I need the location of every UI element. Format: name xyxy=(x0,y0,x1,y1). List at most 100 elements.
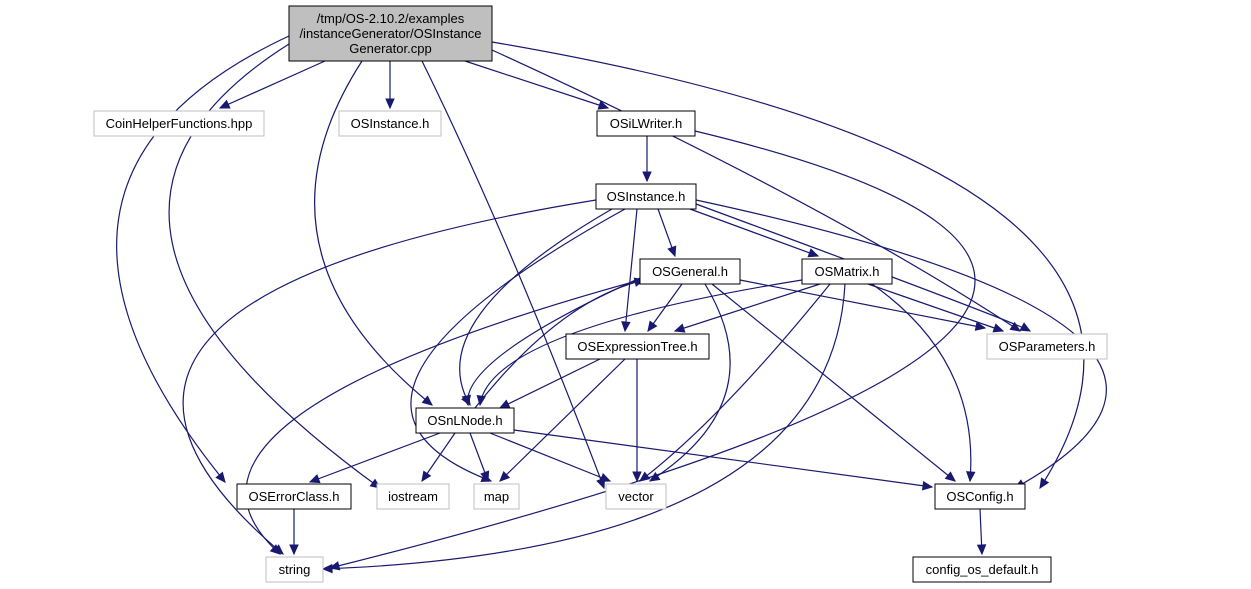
node-osnlnode[interactable]: OSnLNode.h xyxy=(415,407,515,434)
node-osgeneral[interactable]: OSGeneral.h xyxy=(639,258,741,285)
node-label: vector xyxy=(618,489,654,504)
edges-layer xyxy=(116,35,1107,574)
edge-osnlnode-to-iostream xyxy=(421,432,456,483)
edge-line xyxy=(867,283,1004,332)
arrowhead xyxy=(974,321,987,331)
arrowhead xyxy=(1039,477,1050,490)
edge-line xyxy=(711,283,956,482)
node-osconfig[interactable]: OSConfig.h xyxy=(934,483,1026,510)
node-label: OSInstance.h xyxy=(607,189,686,204)
node-label: OSnLNode.h xyxy=(427,413,502,428)
arrowhead xyxy=(966,471,976,483)
node-label: OSGeneral.h xyxy=(652,264,728,279)
edge-line xyxy=(309,432,441,483)
node-box xyxy=(565,333,710,360)
edge-line xyxy=(245,279,641,555)
edge-osnlnode-to-osconfig xyxy=(513,429,934,491)
edge-osgeneral-to-osparameters xyxy=(739,279,987,331)
edge-root-to-oserrorclass xyxy=(116,35,290,483)
node-box xyxy=(639,258,741,285)
edge-oserrorclass-to-string xyxy=(289,509,299,556)
node-label: /instanceGenerator/OSInstance xyxy=(299,26,481,41)
arrowhead xyxy=(1009,321,1022,332)
node-box xyxy=(376,483,450,510)
node-box xyxy=(934,483,1026,510)
node-map: map xyxy=(473,483,520,510)
arrowhead xyxy=(647,320,658,332)
arrowhead xyxy=(648,471,661,482)
edge-root-to-osparameters xyxy=(491,49,1022,332)
node-box xyxy=(801,258,893,285)
arrowhead xyxy=(599,473,612,482)
node-box xyxy=(596,110,696,137)
arrowhead xyxy=(992,323,1005,333)
edge-osmatrix-to-vector xyxy=(639,283,831,482)
edge-line xyxy=(739,279,986,329)
arrowhead xyxy=(421,395,433,406)
node-vector: vector xyxy=(605,483,667,510)
edge-line xyxy=(464,60,609,109)
edge-line xyxy=(674,283,821,332)
node-root: /tmp/OS-2.10.2/examples/instanceGenerato… xyxy=(288,5,493,62)
edge-line xyxy=(499,358,601,409)
edge-root-to-osconfig xyxy=(491,41,1085,490)
arrowhead xyxy=(308,474,321,484)
arrowhead xyxy=(639,471,651,482)
node-osinstance_h[interactable]: OSInstance.h xyxy=(595,183,697,210)
arrowhead xyxy=(976,544,987,556)
arrowhead xyxy=(642,171,652,183)
edge-line xyxy=(182,199,597,555)
arrowhead xyxy=(621,321,631,333)
edge-line xyxy=(474,279,645,409)
node-osparameters: OSParameters.h xyxy=(986,333,1108,360)
edge-line xyxy=(695,203,1031,332)
node-configdefault[interactable]: config_os_default.h xyxy=(912,556,1052,583)
edge-osexpressiontree-to-map xyxy=(499,358,626,482)
arrowhead xyxy=(218,99,231,109)
node-label: config_os_default.h xyxy=(926,562,1039,577)
node-oserrorclass[interactable]: OSErrorClass.h xyxy=(236,483,352,510)
node-osinstance_h_ext: OSInstance.h xyxy=(338,110,442,137)
edge-line xyxy=(322,283,846,570)
edge-osconfig-to-configdefault xyxy=(976,508,987,556)
edge-osinstance_h-to-osnlnode xyxy=(459,208,613,407)
edge-line xyxy=(513,429,933,488)
node-box xyxy=(338,110,442,137)
edge-root-to-osilwriter xyxy=(464,60,610,110)
arrowhead xyxy=(921,480,934,491)
node-osmatrix[interactable]: OSMatrix.h xyxy=(801,258,893,285)
arrowhead xyxy=(498,399,511,409)
edge-osgeneral-to-osexpressiontree xyxy=(647,283,683,332)
node-box xyxy=(605,483,667,510)
node-box xyxy=(93,110,265,137)
arrowhead xyxy=(673,323,686,333)
node-label: OSParameters.h xyxy=(999,339,1096,354)
edge-root-to-osinstance_h_ext xyxy=(385,61,395,110)
edge-osnlnode-to-oserrorclass xyxy=(308,432,441,484)
node-label: OSMatrix.h xyxy=(814,264,879,279)
edge-line xyxy=(459,208,613,406)
edge-line xyxy=(421,60,605,489)
node-osexpressiontree[interactable]: OSExpressionTree.h xyxy=(565,333,710,360)
node-label: OSConfig.h xyxy=(946,489,1013,504)
node-osilwriter[interactable]: OSiLWriter.h xyxy=(596,110,696,137)
node-label: OSExpressionTree.h xyxy=(577,339,697,354)
edge-osmatrix-to-osconfig xyxy=(871,283,976,483)
node-coinhelper: CoinHelperFunctions.hpp xyxy=(93,110,265,137)
arrowhead xyxy=(461,394,472,407)
edge-line xyxy=(168,43,381,489)
node-label: map xyxy=(484,489,509,504)
node-box xyxy=(595,183,697,210)
edge-line xyxy=(314,60,433,406)
edge-line xyxy=(649,283,731,482)
edge-root-to-coinhelper xyxy=(218,60,326,109)
node-box xyxy=(288,5,493,62)
arrowhead xyxy=(289,544,299,556)
node-iostream: iostream xyxy=(376,483,450,510)
arrowhead xyxy=(480,470,490,483)
edge-line xyxy=(410,208,626,482)
arrowhead xyxy=(269,544,281,555)
node-string: string xyxy=(265,556,324,583)
edge-osexpressiontree-to-vector xyxy=(632,359,642,483)
